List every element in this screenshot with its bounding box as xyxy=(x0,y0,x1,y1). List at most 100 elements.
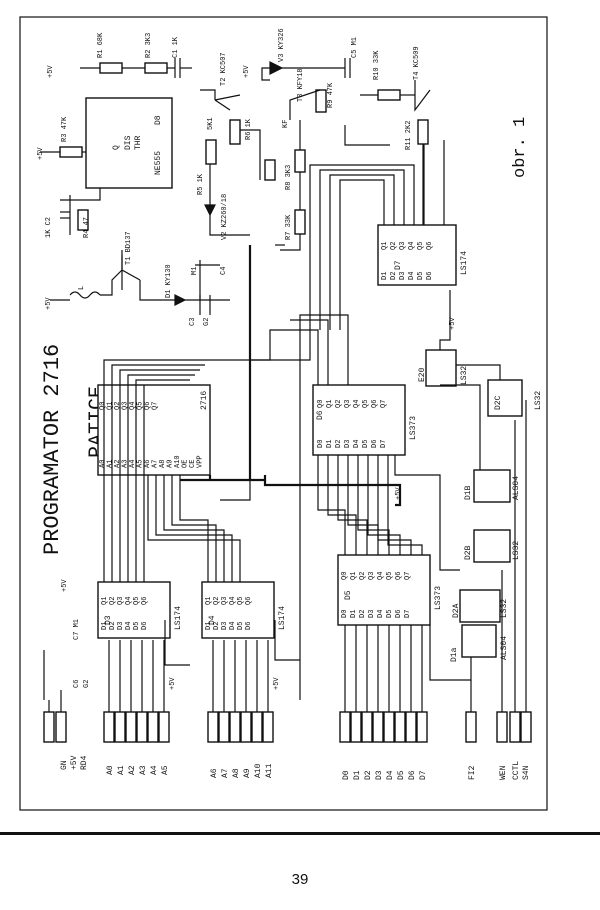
label-5v-a: +5V xyxy=(47,65,55,78)
d2c-name: D2C xyxy=(494,395,503,410)
gate-d1b: D1B ALS04 xyxy=(464,469,521,503)
d6-out-pin-5: Q5 xyxy=(362,400,370,408)
d3-in-pin-5: D6 xyxy=(141,622,149,630)
chip-d5: D5 LS373 xyxy=(337,554,443,626)
label-r8: R8 3K3 xyxy=(285,165,293,190)
d7-in-pin-5: D6 xyxy=(426,272,434,280)
conn-a6: A6 xyxy=(210,768,219,778)
connector-data: D0 D1 D2 D3 D4 D5 D6 D7 xyxy=(339,711,428,780)
label-m1: M1 xyxy=(191,267,199,275)
conn-a9: A9 xyxy=(243,768,252,778)
d3-out-pin-4: Q5 xyxy=(133,597,141,605)
d5-in-pin-1: D1 xyxy=(350,610,358,618)
d7-in-pin-0: D1 xyxy=(381,272,389,280)
d5-out-pin-6: Q6 xyxy=(395,572,403,580)
d5-out-pin-0: Q0 xyxy=(341,572,349,580)
chip-d7-name: D7 xyxy=(394,260,403,270)
eprom-right-pin-6: Q6 xyxy=(144,402,152,410)
conn-s4n: S4N xyxy=(522,765,531,780)
d1b-name: D1B xyxy=(464,485,473,500)
eprom-left-pin-2: A2 xyxy=(114,460,122,468)
eprom-left-pin-13: VPP xyxy=(197,455,205,468)
d1a-name: D1a xyxy=(450,647,459,662)
label-r4: R4 47 xyxy=(83,217,91,238)
eprom-right-pin-3: Q3 xyxy=(122,402,130,410)
label-c2: 1K C2 xyxy=(45,217,53,238)
label-r10: R10 33K xyxy=(373,50,381,80)
chip-d6-type: LS373 xyxy=(409,416,418,440)
d4-out-pin-1: Q2 xyxy=(213,597,221,605)
d5-in-pin-5: D5 xyxy=(386,610,394,618)
d4-in-pin-0: D1 xyxy=(205,622,213,630)
eprom-left-pin-5: A5 xyxy=(137,460,145,468)
label-inductor: L xyxy=(78,286,86,290)
d3-out-pin-2: Q3 xyxy=(117,597,125,605)
d3-in-pin-3: D4 xyxy=(125,622,133,630)
d6-out-pin-2: Q2 xyxy=(335,400,343,408)
d3-in-pin-0: D1 xyxy=(101,622,109,630)
label-c1: C1 1K xyxy=(172,36,180,58)
d6-out-pin-7: Q7 xyxy=(380,400,388,408)
d3-out-pin-5: Q6 xyxy=(141,597,149,605)
eprom-left-pin-8: A8 xyxy=(159,460,167,468)
conn-d6: D6 xyxy=(408,770,417,780)
conn-fi2: FI2 xyxy=(468,765,477,780)
d7-in-pin-3: D4 xyxy=(408,272,416,280)
conn-a11: A11 xyxy=(265,763,274,778)
chip-d3-name: D3 xyxy=(104,615,113,625)
conn-rd4: RD4 xyxy=(80,755,89,770)
conn-a5: A5 xyxy=(161,765,170,775)
label-d1: D1 KY130 xyxy=(165,264,173,298)
conn-d2: D2 xyxy=(364,770,373,780)
d3-out-pin-0: Q1 xyxy=(101,597,109,605)
conn-cctl: CCTL xyxy=(512,761,521,780)
label-r7: R7 33K xyxy=(285,214,293,240)
d8-pin-q: Q xyxy=(112,145,121,150)
d5-out-pin-7: Q7 xyxy=(404,572,412,580)
eprom-right-pin-0: Q0 xyxy=(99,402,107,410)
conn-a7: A7 xyxy=(221,768,230,778)
d8-pin-thr: THR xyxy=(134,135,143,150)
d5-in-pin-4: D4 xyxy=(377,610,385,618)
chip-d7: D7 LS174 xyxy=(377,224,469,286)
d7-in-pin-1: D2 xyxy=(390,272,398,280)
d5-in-pin-7: D7 xyxy=(404,610,412,618)
label-5v-h: +5V xyxy=(449,317,457,330)
conn-a2: A2 xyxy=(128,765,137,775)
d4-in-pin-4: D5 xyxy=(237,622,245,630)
label-5v-d: +5V xyxy=(243,65,251,78)
label-5v-g: +5V xyxy=(395,487,403,500)
conn-d5: D5 xyxy=(397,770,406,780)
d3-in-pin-2: D3 xyxy=(117,622,125,630)
conn-a4: A4 xyxy=(150,765,159,775)
eprom-left-pin-6: A6 xyxy=(144,460,152,468)
label-r1: R1 68K xyxy=(97,32,105,58)
thick-bus xyxy=(180,245,402,507)
d5-in-pin-6: D6 xyxy=(395,610,403,618)
label-c7: C7 M1 xyxy=(73,619,81,640)
conn-a1: A1 xyxy=(117,765,126,775)
d7-out-pin-0: Q1 xyxy=(381,242,389,250)
d7-out-pin-2: Q3 xyxy=(399,242,407,250)
d4-out-pin-5: Q6 xyxy=(245,597,253,605)
label-r3: R3 47K xyxy=(61,116,69,142)
d7-in-pin-4: D5 xyxy=(417,272,425,280)
conn-d1: D1 xyxy=(353,770,362,780)
chip-d6-name: D6 xyxy=(316,410,325,420)
conn-a8: A8 xyxy=(232,768,241,778)
figure-label: obr. 1 xyxy=(511,117,530,178)
d3-in-pin-1: D2 xyxy=(109,622,117,630)
d6-in-pin-7: D7 xyxy=(380,440,388,448)
d4-out-pin-3: Q4 xyxy=(229,597,237,605)
d1b-type: ALS04 xyxy=(512,476,521,500)
conn-d4: D4 xyxy=(386,770,395,780)
eprom-right-pin-4: Q4 xyxy=(129,402,137,410)
e20-name: E20 xyxy=(418,367,427,382)
e20-type: LS32 xyxy=(460,366,469,385)
label-r11: R11 2K2 xyxy=(405,121,413,150)
eprom-left-pin-11: OE xyxy=(182,460,190,468)
d5-out-pin-2: Q2 xyxy=(359,572,367,580)
chip-d5-type: LS373 xyxy=(434,586,443,610)
eprom-left-pin-7: A7 xyxy=(152,460,160,468)
d5-out-pin-5: Q5 xyxy=(386,572,394,580)
